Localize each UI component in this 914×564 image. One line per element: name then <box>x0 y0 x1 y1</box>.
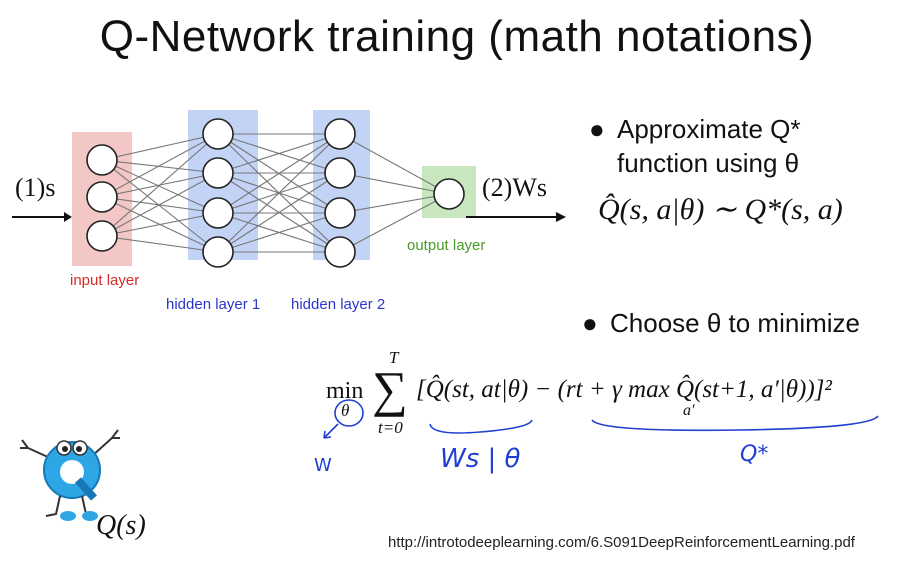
handwritten-ws-theta: Ws | θ <box>440 444 520 474</box>
output-layer-label: output layer <box>407 237 485 254</box>
theta-arrow <box>324 424 338 438</box>
loss-sum-sign: ∑ <box>372 360 408 418</box>
input-arrow-label: (1)s <box>15 173 55 203</box>
handwritten-q-star: Q* <box>740 442 768 467</box>
bullet-dot: ● <box>589 112 605 146</box>
loss-min-subscript: θ <box>341 401 349 421</box>
loss-sum-lower: t=0 <box>378 418 403 438</box>
bullet-choose: ● Choose θ to minimize <box>610 306 860 340</box>
loss-body: [Q̂(st, at|θ) − (rt + γ max Q̂(st+1, a′|… <box>416 376 832 404</box>
underbrace-target <box>592 416 878 430</box>
bullet-dot: ● <box>582 306 598 340</box>
bullet-choose-text: Choose θ to minimize <box>610 308 860 338</box>
input-node <box>87 221 117 251</box>
page-title: Q-Network training (math notations) <box>0 12 914 62</box>
hidden2-node <box>325 198 355 228</box>
network-connections <box>102 134 449 252</box>
hidden-layer-2-label: hidden layer 2 <box>291 296 385 313</box>
loss-max-subscript: a′ <box>683 402 695 420</box>
bullet-approximate-line2: function using θ <box>617 146 801 180</box>
mascot-label: Q(s) <box>96 510 146 542</box>
input-node <box>87 182 117 212</box>
output-arrow-label: (2)Ws <box>482 173 547 203</box>
bullet-approximate-line1: Approximate Q* <box>617 112 801 146</box>
hidden1-node <box>203 237 233 267</box>
input-layer-label: input layer <box>70 272 139 289</box>
input-node <box>87 145 117 175</box>
hidden1-node <box>203 198 233 228</box>
hidden2-node <box>325 237 355 267</box>
hidden-layer-1-label: hidden layer 1 <box>166 296 260 313</box>
hidden2-node <box>325 158 355 188</box>
output-node <box>434 179 464 209</box>
bullet-approximate: ● Approximate Q* function using θ <box>617 112 801 180</box>
underbrace-q <box>430 420 532 433</box>
handwritten-w: W <box>314 455 332 476</box>
hidden2-node <box>325 119 355 149</box>
source-url: http://introtodeeplearning.com/6.S091Dee… <box>388 534 855 551</box>
q-approx-formula: Q̂(s, a|θ) ∼ Q*(s, a) <box>598 192 843 227</box>
hidden1-node <box>203 119 233 149</box>
hidden1-node <box>203 158 233 188</box>
output-arrow-head <box>556 212 566 222</box>
input-arrow-head <box>64 212 72 222</box>
